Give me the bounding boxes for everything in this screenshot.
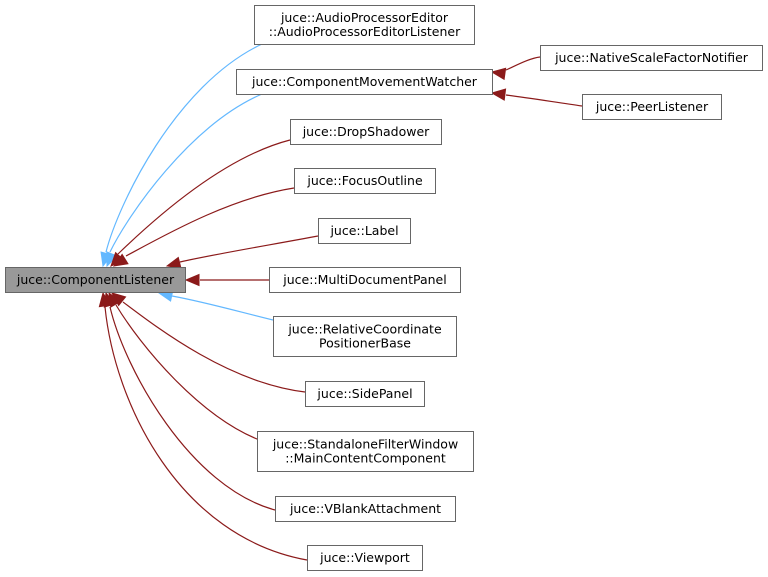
arrowhead-icon bbox=[112, 253, 129, 267]
edge-peer-listener bbox=[490, 88, 583, 107]
node-box bbox=[318, 218, 411, 244]
edge-line bbox=[179, 235, 319, 263]
edge-multi-document-panel bbox=[184, 273, 269, 287]
edge-line bbox=[171, 295, 274, 321]
class-node-drop-shadower[interactable]: juce::DropShadower bbox=[290, 119, 442, 145]
node-box bbox=[275, 496, 456, 522]
edge-line bbox=[109, 93, 263, 253]
node-label: juce::DropShadower bbox=[302, 124, 430, 139]
class-node-component-movement-watcher[interactable]: juce::ComponentMovementWatcher bbox=[236, 69, 493, 95]
node-box bbox=[307, 545, 423, 571]
class-node-standalone-filter-window[interactable]: juce::StandaloneFilterWindow::MainConten… bbox=[257, 431, 474, 472]
edge-line bbox=[505, 56, 541, 71]
node-box bbox=[273, 316, 457, 357]
node-box bbox=[254, 5, 475, 45]
node-label: juce::Viewport bbox=[319, 550, 410, 565]
node-label: juce::PeerListener bbox=[595, 99, 709, 114]
node-label: PositionerBase bbox=[319, 336, 411, 351]
arrowhead-icon bbox=[490, 88, 507, 101]
class-node-native-scale-factor-notifier[interactable]: juce::NativeScaleFactorNotifier bbox=[540, 45, 763, 71]
edges-layer bbox=[98, 43, 583, 561]
class-node-peer-listener[interactable]: juce::PeerListener bbox=[582, 94, 722, 120]
class-node-multi-document-panel[interactable]: juce::MultiDocumentPanel bbox=[269, 267, 461, 293]
edge-component-movement-watcher bbox=[106, 93, 263, 268]
node-box bbox=[269, 267, 461, 293]
edge-line bbox=[122, 301, 306, 393]
arrowhead-icon bbox=[184, 273, 200, 287]
edge-label bbox=[165, 235, 319, 269]
node-label: juce::Label bbox=[329, 223, 398, 238]
node-box bbox=[236, 69, 493, 95]
arrowhead-icon bbox=[165, 256, 182, 269]
node-box bbox=[257, 431, 474, 472]
node-box bbox=[582, 94, 722, 120]
nodes-layer: juce::ComponentListener juce::AudioProces… bbox=[5, 5, 763, 571]
class-node-component-listener: juce::ComponentListener bbox=[5, 267, 186, 293]
node-label: juce::ComponentListener bbox=[16, 272, 175, 287]
edge-line bbox=[105, 43, 263, 253]
class-node-audio-processor-editor-listener[interactable]: juce::AudioProcessorEditor::AudioProcess… bbox=[254, 5, 475, 45]
node-label: juce::MultiDocumentPanel bbox=[282, 272, 446, 287]
class-node-focus-outline[interactable]: juce::FocusOutline bbox=[294, 168, 436, 194]
node-label: ::MainContentComponent bbox=[285, 451, 446, 466]
arrowhead-icon bbox=[490, 67, 507, 81]
arrowhead-icon bbox=[98, 291, 112, 308]
node-label: juce::SidePanel bbox=[316, 386, 412, 401]
edge-viewport bbox=[98, 291, 308, 561]
edge-native-scale-factor-notifier bbox=[490, 56, 541, 81]
node-box bbox=[5, 267, 186, 293]
edge-line bbox=[117, 139, 291, 255]
class-node-vblank-attachment[interactable]: juce::VBlankAttachment bbox=[275, 496, 456, 522]
node-label: juce::AudioProcessorEditor bbox=[280, 10, 449, 25]
edge-line bbox=[125, 187, 295, 257]
node-label: juce::VBlankAttachment bbox=[289, 501, 441, 516]
node-label: juce::FocusOutline bbox=[306, 173, 423, 188]
node-box bbox=[294, 168, 436, 194]
edge-relative-coordinate-positioner-base bbox=[157, 289, 274, 321]
node-label: ::AudioProcessorEditorListener bbox=[269, 24, 461, 39]
class-node-viewport[interactable]: juce::Viewport bbox=[307, 545, 423, 571]
node-label: juce::RelativeCoordinate bbox=[287, 322, 442, 337]
node-label: juce::ComponentMovementWatcher bbox=[251, 74, 478, 89]
edge-drop-shadower bbox=[110, 139, 291, 267]
edge-line bbox=[104, 306, 308, 561]
edge-line bbox=[115, 304, 263, 442]
node-box bbox=[305, 381, 425, 407]
node-box bbox=[540, 45, 763, 71]
class-node-side-panel[interactable]: juce::SidePanel bbox=[305, 381, 425, 407]
edge-focus-outline bbox=[112, 187, 295, 267]
node-label: juce::StandaloneFilterWindow bbox=[272, 437, 458, 452]
node-box bbox=[290, 119, 442, 145]
edge-line bbox=[505, 94, 583, 107]
class-node-label[interactable]: juce::Label bbox=[318, 218, 411, 244]
node-label: juce::NativeScaleFactorNotifier bbox=[554, 50, 749, 65]
edge-line bbox=[109, 306, 276, 511]
